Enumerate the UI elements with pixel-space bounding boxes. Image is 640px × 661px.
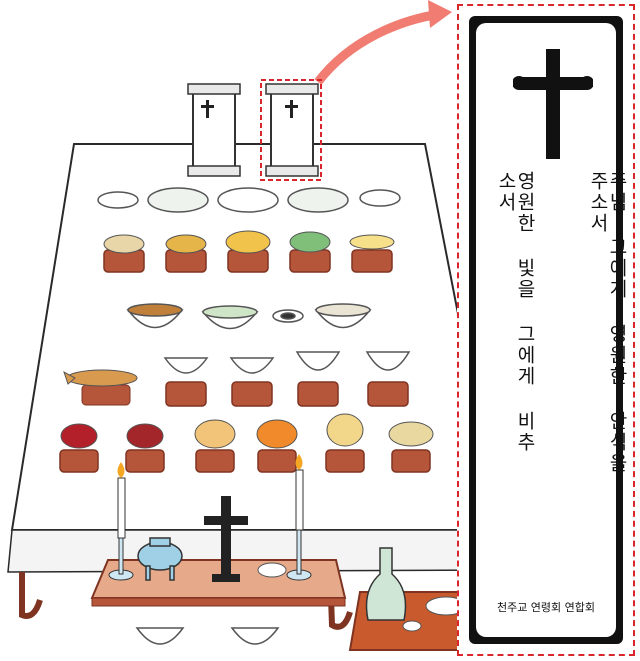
candle-icon <box>108 462 134 581</box>
wine-bottle-icon <box>365 547 407 621</box>
spirit-tablet-right <box>265 83 319 177</box>
plate <box>97 191 139 209</box>
tablet-organization: 천주교 연령회 연합회 <box>496 601 596 614</box>
plate-rice-cakes <box>147 187 209 213</box>
food-stand-row <box>103 249 393 273</box>
callout-arrow <box>314 9 441 85</box>
incense-bowl <box>257 562 287 578</box>
spirit-tablet-enlarged: 주님 그에게 영원한 안식을 주소서 영원한 빛을 그에게 비추소서 천주교 연… <box>457 4 635 656</box>
tablet-text-right: 주님 그에게 영원한 안식을 주소서 <box>587 171 628 474</box>
altar-table-edge <box>91 597 346 607</box>
callout-arrow-head <box>428 0 452 28</box>
latin-cross-icon <box>513 49 593 159</box>
incense-burner-icon <box>137 537 183 581</box>
food-piles-row <box>103 230 395 254</box>
plate-rice-cakes <box>287 187 349 213</box>
tablet-text-left: 영원한 빛을 그에게 비추소서 <box>495 171 536 453</box>
bowl-stands-row <box>165 381 409 407</box>
candle-icon <box>286 454 312 581</box>
bowl <box>230 627 280 645</box>
fish-dish <box>63 369 138 406</box>
tablet-border: 주님 그에게 영원한 안식을 주소서 영원한 빛을 그에게 비추소서 천주교 연… <box>469 16 628 644</box>
table-leg-right <box>327 569 353 630</box>
fruit-piles-row <box>60 413 434 449</box>
tablet-paper: 주님 그에게 영원한 안식을 주소서 영원한 빛을 그에게 비추소서 천주교 연… <box>476 23 628 637</box>
soup-bowls <box>126 303 372 330</box>
bowl <box>135 627 185 645</box>
spirit-tablet-left <box>187 83 241 177</box>
fruit-stands-row <box>59 449 431 473</box>
wine-cup-small <box>402 620 422 632</box>
table-leg-left <box>19 572 43 619</box>
latin-cross-icon <box>204 496 248 582</box>
plate-utensils <box>217 187 279 213</box>
plate <box>359 189 401 207</box>
bowls-row <box>163 351 411 374</box>
